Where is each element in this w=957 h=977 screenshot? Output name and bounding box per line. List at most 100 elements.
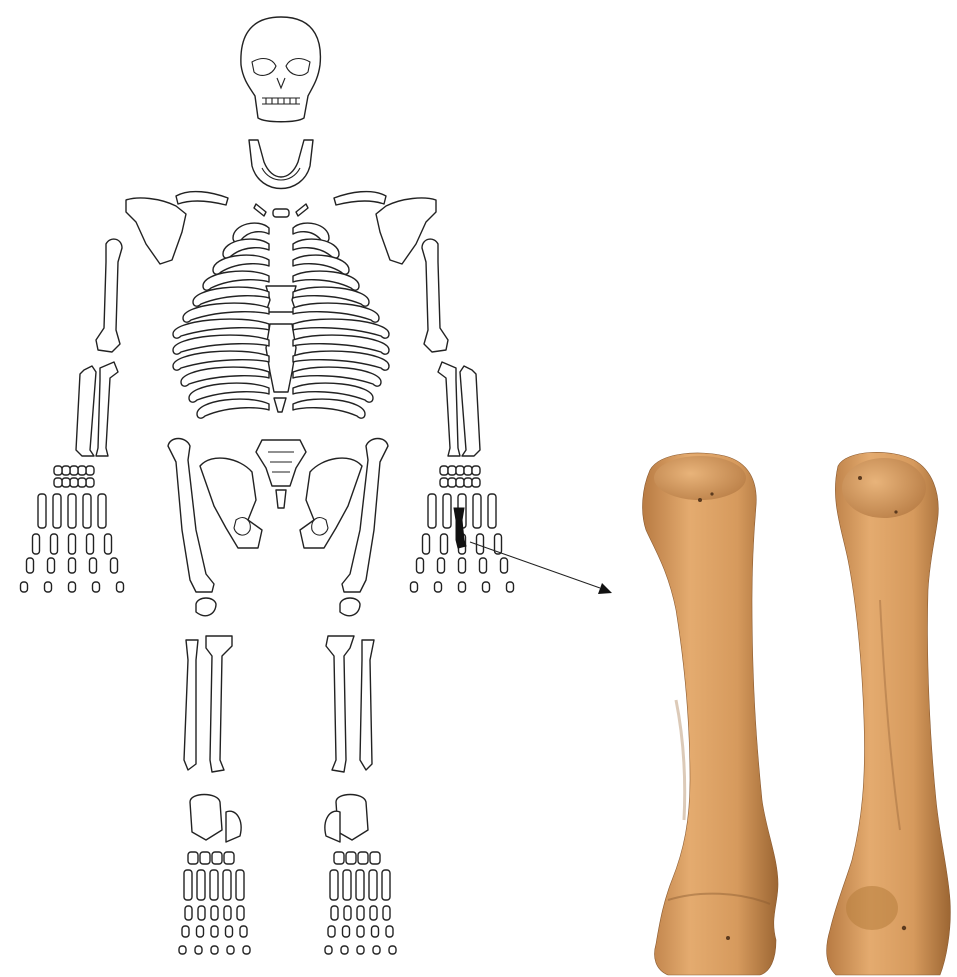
- carpal: [70, 466, 78, 475]
- toe-phalanx: [226, 926, 233, 937]
- toe-phalanx: [370, 906, 377, 920]
- toe-phalanx: [325, 946, 332, 954]
- humerus-right: [422, 239, 448, 352]
- toe-phalanx: [240, 926, 247, 937]
- metacarpal: [98, 494, 106, 528]
- toe-phalanx: [389, 946, 396, 954]
- toe-phalanx: [373, 946, 380, 954]
- carpal: [54, 478, 62, 487]
- clavicle-right: [334, 192, 386, 205]
- pointer-arrow: [470, 542, 612, 594]
- metacarpal: [443, 494, 451, 528]
- phalanx: [33, 534, 40, 554]
- toe-phalanx: [185, 906, 192, 920]
- hyoid: [254, 204, 308, 217]
- toe-phalanx: [328, 926, 335, 937]
- toe-phalanx: [341, 946, 348, 954]
- phalanx: [48, 558, 55, 573]
- phalanx: [27, 558, 34, 573]
- toe-phalanx: [357, 926, 364, 937]
- carpal: [62, 478, 70, 487]
- humerus-left: [96, 239, 122, 352]
- toe-phalanx: [357, 946, 364, 954]
- phalanx: [90, 558, 97, 573]
- phalanx: [51, 534, 58, 554]
- leg-left: [184, 636, 232, 772]
- toe-phalanx: [237, 906, 244, 920]
- metatarsal: [369, 870, 377, 900]
- pelvis: [200, 440, 362, 548]
- phalanx: [69, 558, 76, 573]
- phalanx: [501, 558, 508, 573]
- metatarsal: [223, 870, 231, 900]
- phalanx: [417, 558, 424, 573]
- phalanx: [111, 558, 118, 573]
- metatarsal: [343, 870, 351, 900]
- tarsal: [370, 852, 380, 864]
- carpal: [448, 466, 456, 475]
- metacarpal: [53, 494, 61, 528]
- toe-phalanx: [357, 906, 364, 920]
- phalanx: [69, 534, 76, 554]
- toe-phalanx: [211, 946, 218, 954]
- carpal: [54, 466, 62, 475]
- phalanx: [423, 534, 430, 554]
- toe-phalanx: [372, 926, 379, 937]
- phalanx: [93, 582, 100, 592]
- rib: [293, 399, 365, 418]
- phalanx: [483, 582, 490, 592]
- carpal: [78, 466, 86, 475]
- foot-right: [325, 795, 396, 955]
- scapula-left: [126, 198, 186, 264]
- phalanx: [480, 558, 487, 573]
- toe-phalanx: [227, 946, 234, 954]
- metatarsal: [330, 870, 338, 900]
- toe-phalanx: [197, 926, 204, 937]
- carpal: [440, 478, 448, 487]
- skull: [241, 17, 321, 122]
- carpal: [464, 466, 472, 475]
- phalanx: [459, 582, 466, 592]
- calcaneus: [190, 795, 222, 841]
- phalanx: [507, 582, 514, 592]
- hand-left: [21, 466, 124, 592]
- carpal: [472, 478, 480, 487]
- phalanx: [21, 582, 28, 592]
- talus: [325, 811, 340, 842]
- ribs-right: [293, 223, 389, 418]
- carpal: [472, 466, 480, 475]
- toe-phalanx: [198, 906, 205, 920]
- mandible: [249, 140, 313, 189]
- tarsal: [212, 852, 222, 864]
- metacarpal: [473, 494, 481, 528]
- bone-photo-anterior: [643, 453, 778, 975]
- metacarpal: [68, 494, 76, 528]
- tarsal: [334, 852, 344, 864]
- toe-phalanx: [224, 906, 231, 920]
- metatarsal: [236, 870, 244, 900]
- toe-phalanx: [243, 946, 250, 954]
- toe-phalanx: [179, 946, 186, 954]
- metacarpal: [83, 494, 91, 528]
- carpal: [440, 466, 448, 475]
- toe-phalanx: [331, 906, 338, 920]
- sternum-manubrium: [266, 286, 296, 312]
- patella-left: [196, 598, 216, 616]
- phalanx: [69, 582, 76, 592]
- xiphoid: [274, 398, 286, 412]
- tarsal: [346, 852, 356, 864]
- carpal: [86, 466, 94, 475]
- phalanx: [45, 582, 52, 592]
- toe-phalanx: [211, 926, 218, 937]
- leg-right: [326, 636, 374, 772]
- skeleton-diagram: [21, 17, 613, 954]
- phalanx: [87, 534, 94, 554]
- phalanx: [105, 534, 112, 554]
- rib: [197, 399, 269, 418]
- metatarsal: [356, 870, 364, 900]
- phalanx: [411, 582, 418, 592]
- phalanx: [438, 558, 445, 573]
- metatarsal: [197, 870, 205, 900]
- toe-phalanx: [344, 906, 351, 920]
